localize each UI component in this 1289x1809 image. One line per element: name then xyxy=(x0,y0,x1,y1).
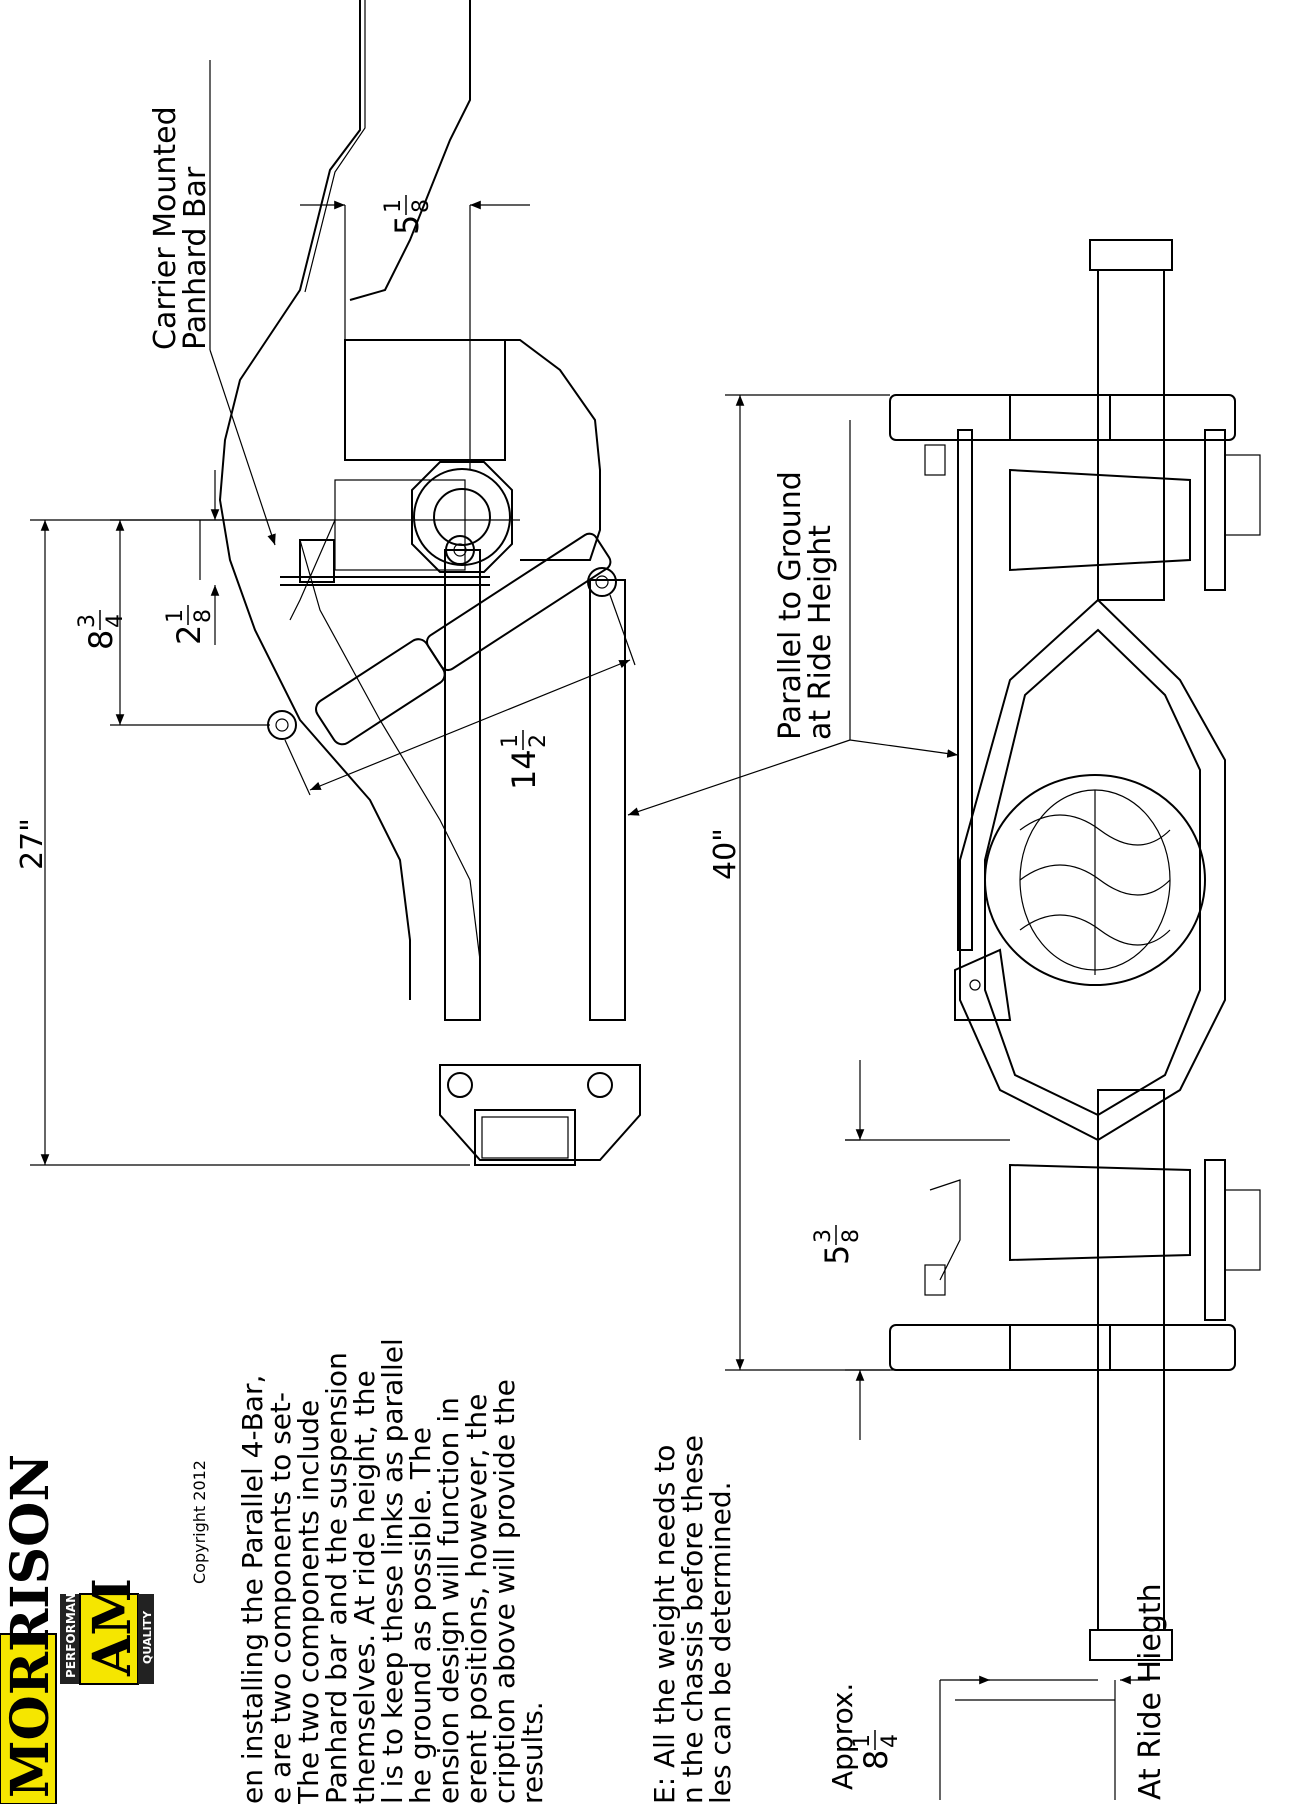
svg-text:5: 5 xyxy=(818,1245,856,1265)
shock-mount-lower xyxy=(267,710,297,740)
frame-rail-outer xyxy=(218,0,411,1000)
svg-text:en installing the Parallel 4-B: en installing the Parallel 4-Bar, xyxy=(236,1375,269,1804)
svg-text:1: 1 xyxy=(498,734,523,748)
svg-text:2: 2 xyxy=(526,734,551,748)
dim-shock-line xyxy=(309,659,631,791)
morrison-logo: MORRISON PERFORMANCE AM QUALITY xyxy=(0,1454,154,1805)
label-parallel: Parallel to Ground at Ride Height xyxy=(773,471,838,740)
axle-tube-top xyxy=(1097,269,1165,601)
lower-link xyxy=(589,579,626,1021)
shock-mount-upper xyxy=(587,567,617,597)
svg-text:5: 5 xyxy=(388,215,426,235)
spring-perch-bottom xyxy=(1009,1163,1191,1262)
dim-bracket-offset: 5 3 8 xyxy=(811,1225,864,1265)
svg-text:les can be determined.: les can be determined. xyxy=(704,1481,737,1804)
svg-text:8: 8 xyxy=(409,199,434,213)
svg-text:3: 3 xyxy=(811,1229,836,1243)
svg-text:1: 1 xyxy=(381,199,406,213)
svg-text:Panhard bar and the suspension: Panhard bar and the suspension xyxy=(320,1352,353,1804)
svg-text:3: 3 xyxy=(75,614,100,628)
label-panhard: Carrier Mounted Panhard Bar xyxy=(148,106,213,350)
differential-housing xyxy=(959,598,1226,1142)
svg-text:The two components include: The two components include xyxy=(292,1400,325,1804)
notes-weight: E: All the weight needs to n the chassis… xyxy=(648,1435,737,1804)
svg-text:2: 2 xyxy=(170,625,208,645)
badge-top: PERFORMANCE xyxy=(64,1576,78,1678)
brand-name: MORRISON xyxy=(0,1454,61,1798)
copyright-text: Copyright 2012 xyxy=(190,1460,209,1584)
svg-text:at Ride Height: at Ride Height xyxy=(803,525,838,740)
notes-paragraph: en installing the Parallel 4-Bar, e are … xyxy=(236,1338,549,1805)
svg-text:l is to keep these links as pa: l is to keep these links as parallel xyxy=(376,1338,409,1804)
svg-text:8: 8 xyxy=(857,1750,895,1770)
svg-text:4: 4 xyxy=(878,1734,903,1748)
top-view: 40" 5 3 8 Approx. 8 1 4 At Ride Hiegth xyxy=(708,239,1261,1800)
svg-text:results.: results. xyxy=(516,1701,549,1804)
link-bracket-top xyxy=(889,394,1236,441)
svg-text:8: 8 xyxy=(191,609,216,623)
dim-offset-small: 2 1 8 xyxy=(163,605,216,645)
svg-text:cription above will provide th: cription above will provide the xyxy=(488,1379,521,1804)
ride-height-label: At Ride Hiegth xyxy=(1133,1583,1168,1800)
svg-text:E: All the weight needs to: E: All the weight needs to xyxy=(648,1445,681,1804)
panhard-bar xyxy=(957,429,973,951)
dim-40-text: 40" xyxy=(708,828,743,880)
svg-text:1: 1 xyxy=(163,609,188,623)
badge-main: AM xyxy=(82,1578,143,1677)
svg-text:themselves. At ride height, t: themselves. At ride height, the xyxy=(348,1370,381,1804)
dim-27-text: 27" xyxy=(15,818,50,870)
svg-text:8: 8 xyxy=(839,1229,864,1243)
dim-offset-top: 5 1 8 xyxy=(381,195,434,235)
frame-rail-inner-top xyxy=(349,0,471,301)
front-link-mount xyxy=(439,1064,641,1161)
upper-link xyxy=(444,549,481,1021)
spring-perch-top xyxy=(1009,468,1191,572)
svg-text:Panhard Bar: Panhard Bar xyxy=(178,166,213,350)
svg-text:erent positions, however, the: erent positions, however, the xyxy=(460,1394,493,1804)
svg-text:14: 14 xyxy=(505,749,543,790)
svg-text:e are two components to set-: e are two components to set- xyxy=(264,1392,297,1804)
side-view: 27" 8 3 4 2 1 8 14 1 2 xyxy=(15,0,641,1166)
dim-shock-length: 14 1 2 xyxy=(498,730,551,790)
differential-cover xyxy=(984,774,1206,986)
svg-text:Carrier Mounted: Carrier Mounted xyxy=(148,106,183,350)
frame-crossmember xyxy=(474,1109,576,1166)
link-bracket-bottom xyxy=(889,1324,1236,1371)
svg-text:Parallel to Ground: Parallel to Ground xyxy=(773,471,808,740)
axle-end-bottom xyxy=(1089,1629,1173,1661)
svg-text:8: 8 xyxy=(82,630,120,650)
dim-link-spacing: 8 3 4 xyxy=(75,610,128,650)
badge-bottom: QUALITY xyxy=(141,1610,154,1664)
svg-text:1: 1 xyxy=(850,1734,875,1748)
svg-text:n the chassis before these: n the chassis before these xyxy=(676,1435,709,1804)
svg-text:4: 4 xyxy=(103,614,128,628)
axle-bracket xyxy=(345,339,601,561)
dim-ride-height: Approx. 8 1 4 xyxy=(826,1683,903,1790)
svg-text:Approx.: Approx. xyxy=(826,1683,859,1790)
axle-end-top xyxy=(1089,239,1173,271)
axle-tube-bottom xyxy=(1097,1089,1165,1631)
svg-text:ension design will function in: ension design will function in xyxy=(432,1397,465,1804)
axle-tube-circle xyxy=(413,468,511,566)
svg-text:he ground as possible. The: he ground as possible. The xyxy=(404,1427,437,1804)
